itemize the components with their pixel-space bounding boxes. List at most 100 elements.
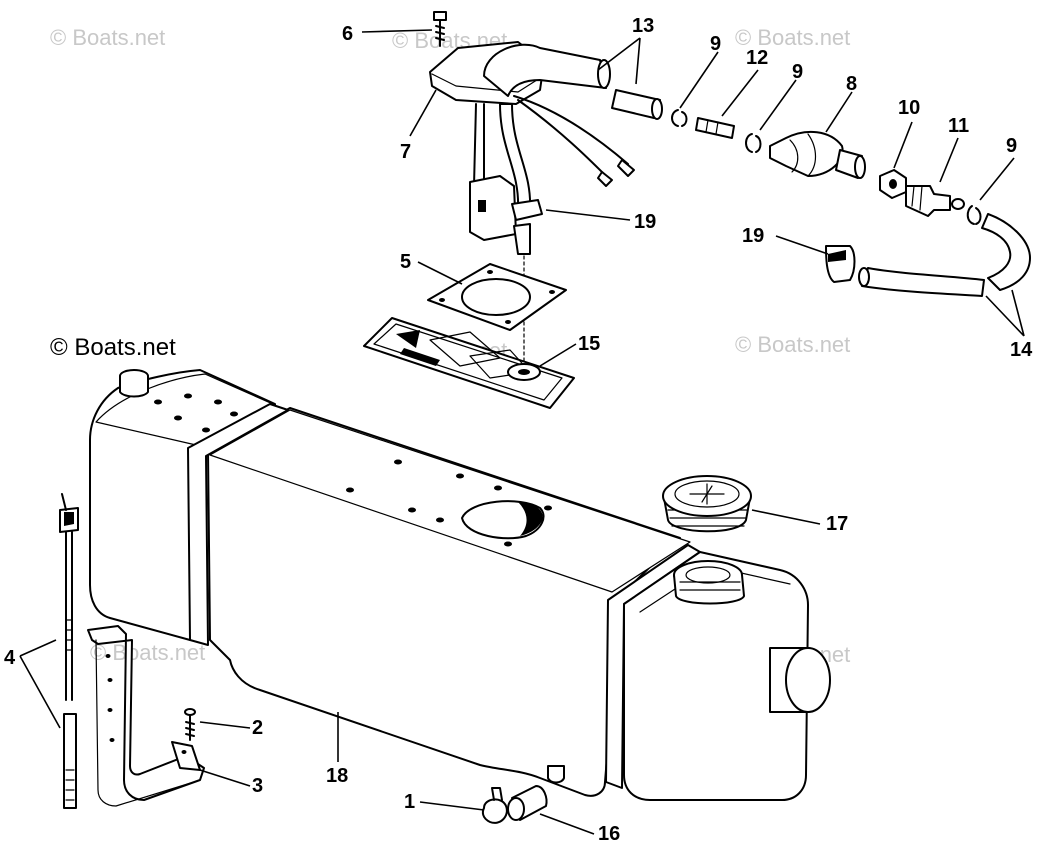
callout-9-top: 9 [710, 33, 721, 55]
callout-19-center: 19 [634, 211, 656, 233]
sender-opening-shadow [518, 502, 543, 536]
hose-clamp-1 [481, 787, 508, 824]
sender-clamp [511, 199, 543, 221]
sender-float [469, 175, 517, 241]
callout-8: 8 [846, 73, 857, 95]
callout-7: 7 [400, 141, 411, 163]
leader-19b [775, 235, 829, 255]
fitting-12 [695, 117, 735, 139]
leader-2 [199, 721, 251, 729]
plate-mark-1 [396, 330, 420, 348]
clamp-9-c [966, 205, 982, 225]
leader-10 [893, 121, 913, 169]
callout-11: 11 [948, 115, 969, 137]
hose-14 [858, 213, 1031, 297]
sender-float-mark [478, 200, 486, 212]
hose-14-lower [861, 267, 985, 297]
leader-13 [597, 37, 641, 85]
callout-12: 12 [746, 47, 768, 69]
connector-11-tip [951, 198, 965, 210]
leader-3 [199, 769, 251, 787]
nut-10 [879, 169, 907, 199]
callout-10: 10 [898, 97, 920, 119]
strap-lower [63, 713, 77, 809]
leader-6 [361, 29, 433, 33]
primer-bulb-ribs [789, 133, 817, 177]
callout-18: 18 [326, 765, 348, 787]
callout-1: 1 [404, 791, 415, 813]
tank-band-left [187, 403, 289, 646]
sender-wire-1 [513, 95, 629, 165]
screw-6-head [433, 11, 447, 21]
connector-11 [905, 185, 965, 217]
clamp-9-a-ring [671, 109, 688, 127]
fuel-gauge-cap [662, 475, 752, 533]
plate-mark-2 [400, 348, 440, 366]
sender-screw [433, 11, 447, 47]
leader-9c [979, 157, 1015, 201]
strap-buckle-center [64, 512, 74, 526]
sender-elbow [483, 43, 607, 97]
leader-9b [759, 79, 797, 131]
sender-housing-edge [431, 73, 541, 93]
bracket-inner [95, 639, 195, 807]
watermark-top-left: © Boats.net [50, 25, 165, 50]
filler-neck-threads [679, 581, 741, 591]
callout-4: 4 [4, 647, 16, 669]
wire-terminal-2 [597, 171, 613, 187]
plate-outer [363, 317, 575, 409]
sender-opening [461, 500, 545, 540]
sender-elbow-end [597, 59, 611, 89]
hose-14-lower-end [858, 267, 870, 287]
leader-17 [751, 509, 821, 525]
leader-4 [19, 639, 61, 729]
tank-top-face [209, 409, 691, 593]
nut-10-hole [889, 179, 897, 189]
clamp-9-a [671, 109, 688, 127]
left-cap-holes [154, 393, 238, 433]
callout-15: 15 [578, 333, 600, 355]
callout-5: 5 [400, 251, 411, 273]
callout-2: 2 [252, 717, 263, 739]
screw-2-shank [185, 714, 195, 741]
clamp-19-latch [828, 250, 846, 262]
connector-11-body [905, 185, 951, 217]
callout-19-right: 19 [742, 225, 764, 247]
wire-terminal-1 [617, 159, 635, 177]
gasket-hole [461, 278, 531, 316]
plate-window-1 [429, 331, 501, 367]
leader-1 [419, 801, 485, 811]
leader-14 [985, 289, 1025, 337]
sender-tube-end [513, 223, 531, 255]
callout-14: 14 [1010, 339, 1033, 361]
hose-14-upper [981, 213, 1031, 291]
leader-12 [721, 69, 759, 117]
callout-16: 16 [598, 823, 620, 845]
sender-plate [363, 317, 575, 409]
leader-5 [417, 261, 463, 285]
bracket-holes [105, 654, 187, 754]
leader-lines [19, 29, 1025, 835]
leader-9a [679, 51, 719, 109]
filler-neck-inner [685, 566, 731, 584]
fuel-tank [89, 369, 831, 801]
sender-post-left [473, 103, 485, 187]
sender-gasket [427, 263, 567, 331]
side-outlet-face [785, 647, 831, 713]
tank-strap [59, 493, 79, 809]
callout-9-mid: 9 [792, 61, 803, 83]
fitting-12-body [695, 117, 735, 139]
callout-6: 6 [342, 23, 353, 45]
leader-16 [539, 813, 595, 835]
callout-3: 3 [252, 775, 263, 797]
clamp-9-c-ring [966, 205, 982, 225]
fitting-12-ridges [705, 119, 719, 135]
leader-8 [825, 91, 853, 133]
primer-bulb-outlet-end [854, 155, 866, 179]
callout-13: 13 [632, 15, 654, 37]
watermark-bottom-left: © Boats.net [90, 640, 205, 665]
tank-left-cap [89, 369, 276, 641]
primer-bulb-8 [769, 130, 866, 179]
clamp-19-right [825, 245, 856, 283]
